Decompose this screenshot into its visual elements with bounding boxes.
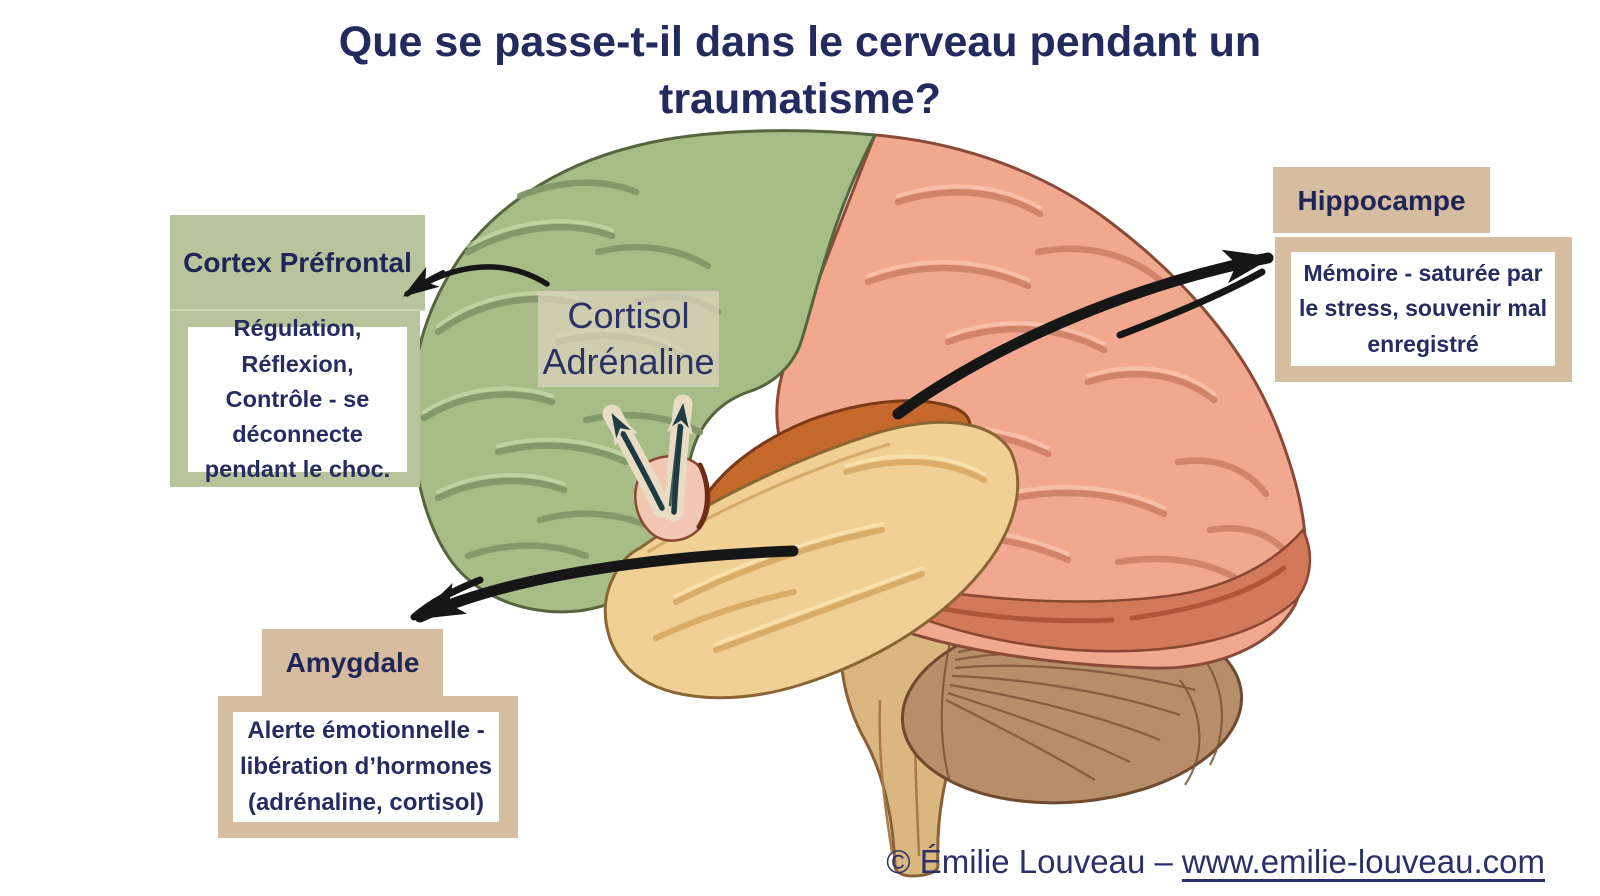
hippocampe-label: Hippocampe xyxy=(1273,167,1490,233)
occipital-band-region xyxy=(825,527,1312,653)
cortisol-adrenaline-label: Cortisol Adrénaline xyxy=(538,291,719,387)
copyright-text: © Émilie Louveau – xyxy=(886,843,1173,880)
page-title-text: Que se passe-t-il dans le cerveau pendan… xyxy=(338,18,1262,123)
amygdale-title: Amygdale xyxy=(285,647,420,678)
cortex-prefrontal-title: Cortex Préfrontal xyxy=(183,246,412,278)
hippocampe-description: Mémoire - saturée par le stress, souveni… xyxy=(1291,252,1555,366)
website-link[interactable]: www.emilie-louveau.com xyxy=(1181,843,1545,880)
page-title: Que se passe-t-il dans le cerveau pendan… xyxy=(0,14,1600,128)
amygdale-description: Alerte émotionnelle - libération d’hormo… xyxy=(233,712,499,822)
footer-credit: © Émilie Louveau –www.emilie-louveau.com xyxy=(886,843,1545,881)
hippocampe-title: Hippocampe xyxy=(1297,184,1466,216)
cortex-prefrontal-description: Régulation, Réflexion, Contrôle - se déc… xyxy=(188,315,407,482)
cortex-prefrontal-label: Cortex Préfrontal xyxy=(170,215,425,311)
amygdale-label: Amygdale xyxy=(262,629,443,696)
